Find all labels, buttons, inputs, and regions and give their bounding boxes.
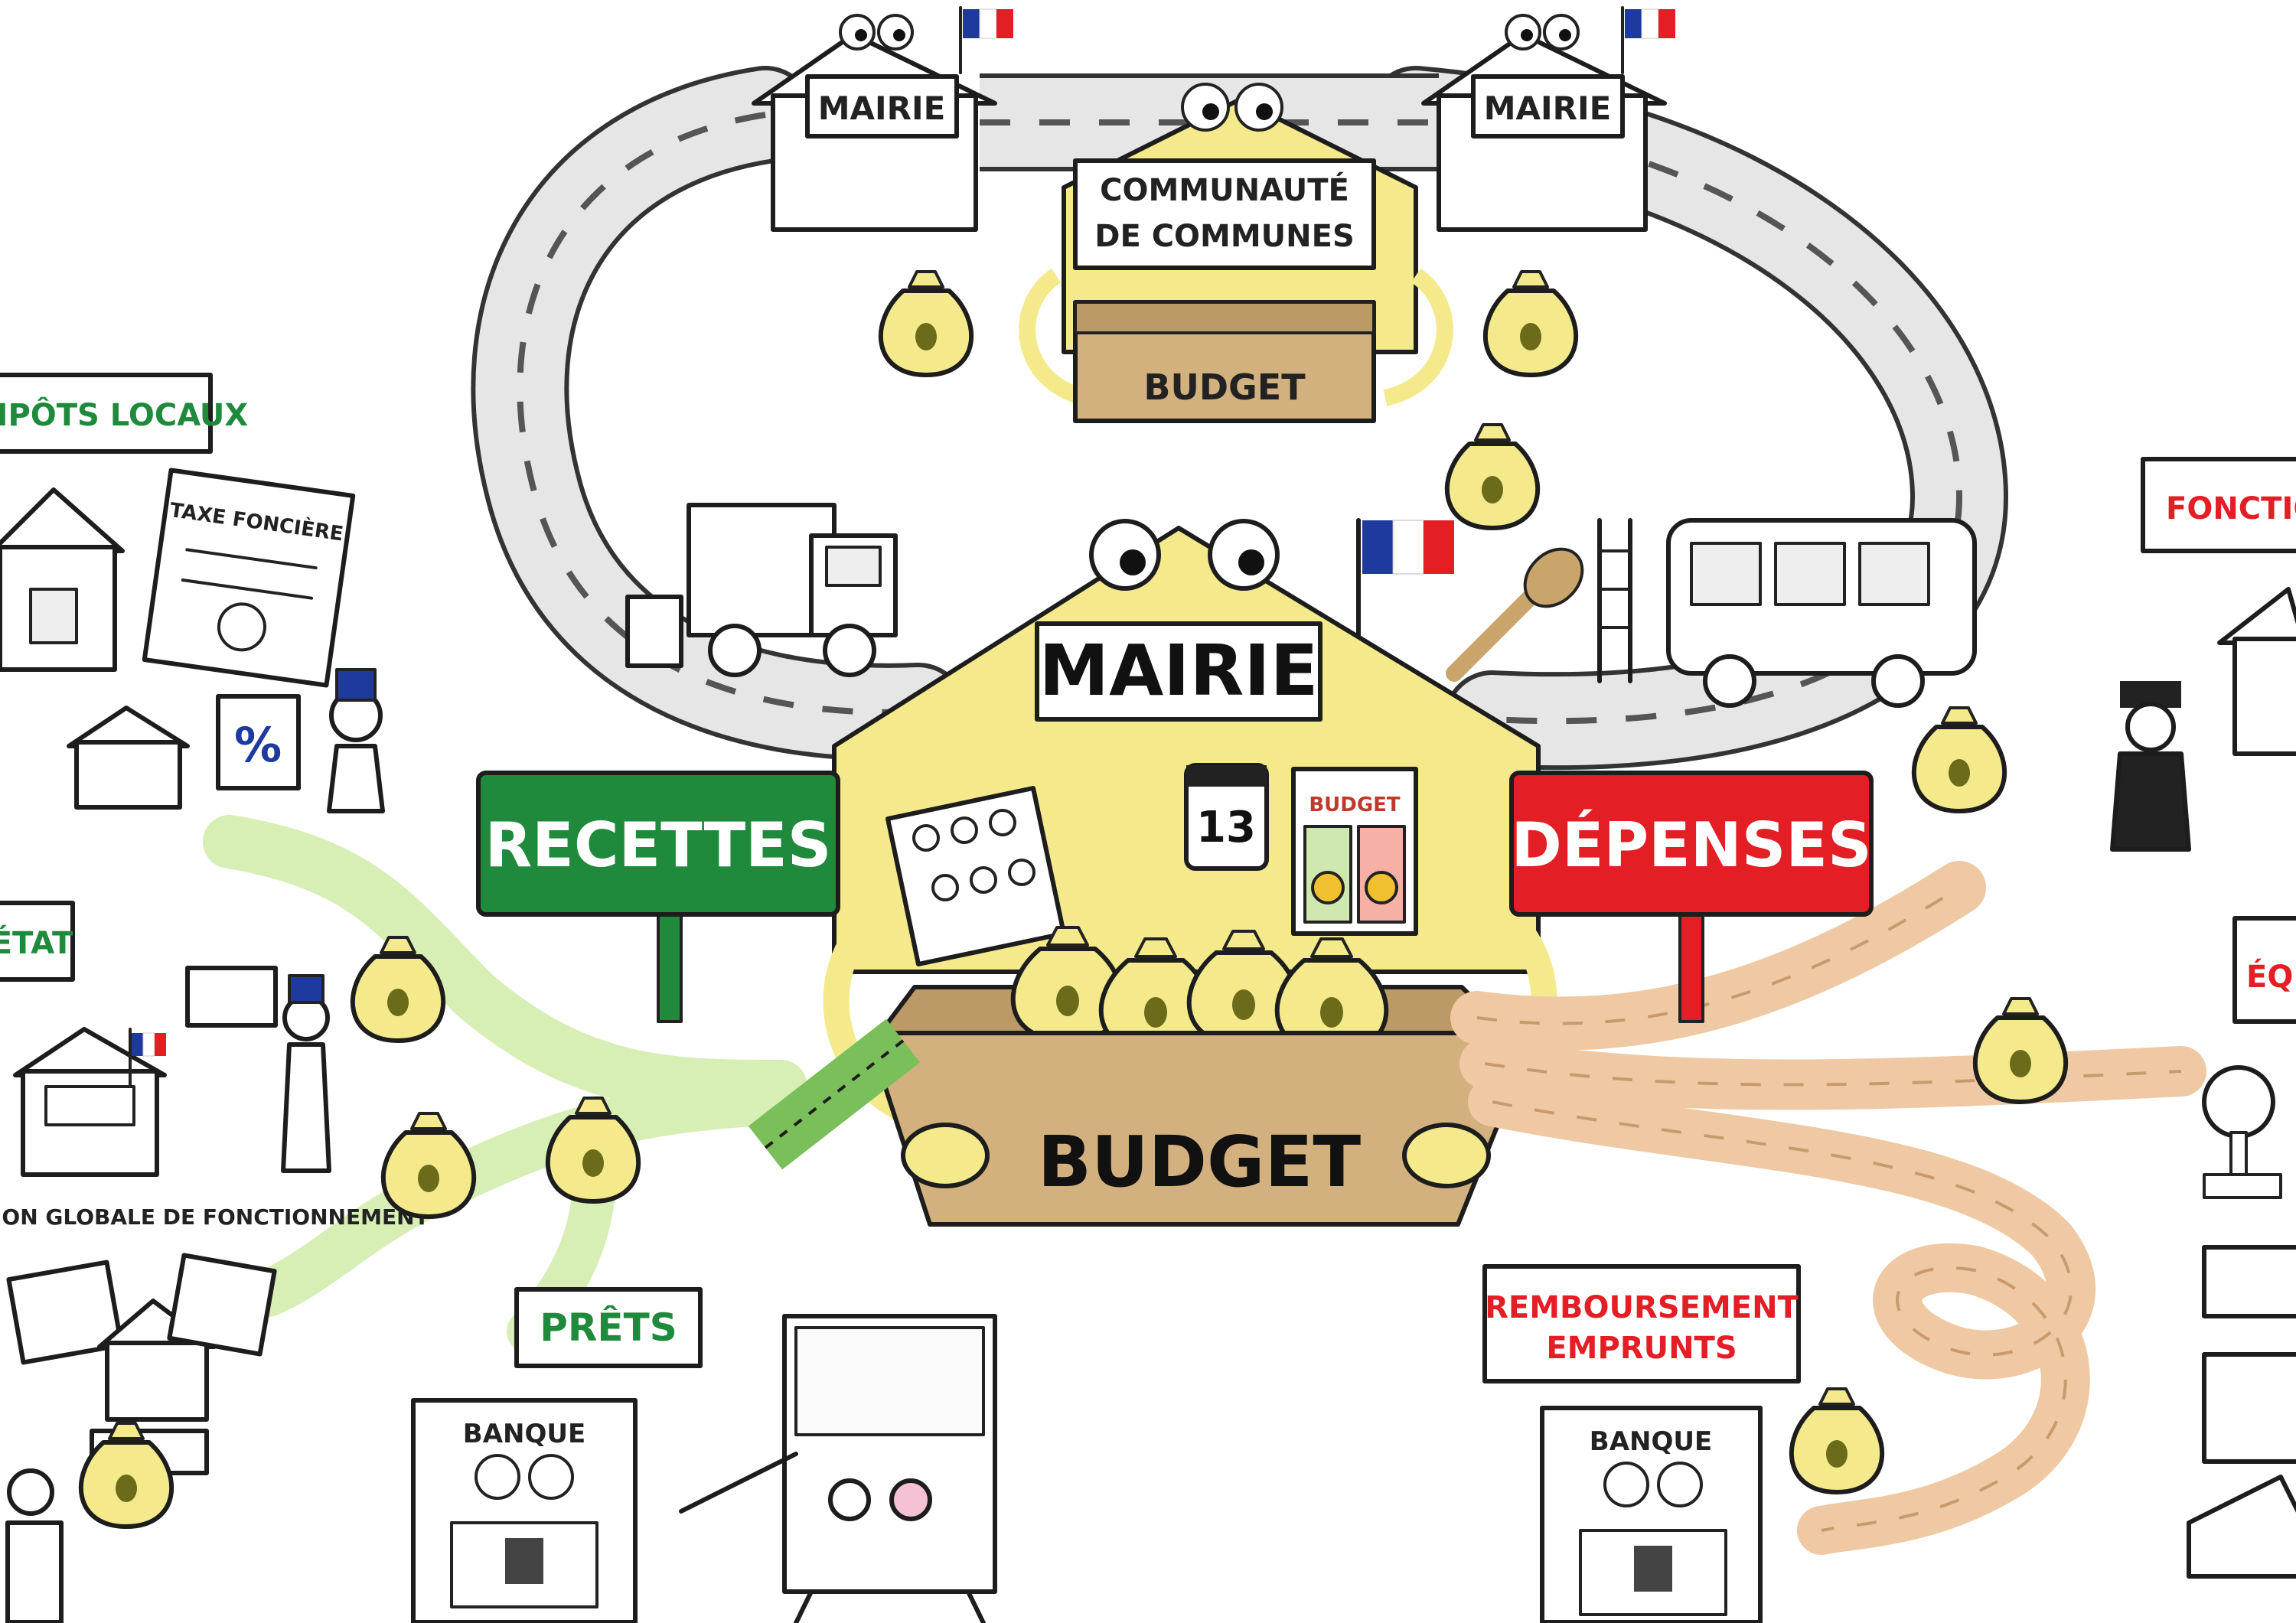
money-bag-icon <box>1972 997 2069 1104</box>
depenses-title: DÉPENSES <box>1511 809 1871 881</box>
central-mairie: MAIRIE 13 BUDGET <box>832 518 1541 974</box>
depenses-equipement-box: ÉQUIPEMENT <box>2232 916 2296 1024</box>
budget-board-icon: BUDGET <box>1291 767 1418 936</box>
left-bank-label: BANQUE <box>463 1419 585 1449</box>
equipement-label: ÉQUIPEMENT <box>2246 958 2296 995</box>
communaute-de-communes: COMMUNAUTÉ DE COMMUNES BUDGET <box>1019 83 1453 423</box>
garbage-truck-icon <box>625 503 898 677</box>
depenses-remboursement-box: REMBOURSEMENT EMPRUNTS <box>1482 1264 1801 1383</box>
top-right-mairie-label: MAIRIE <box>1484 90 1612 127</box>
impots-locaux-label: IMPÔTS LOCAUX <box>0 396 248 433</box>
depenses-fonctionnement-box: FONCTIONNEMENT <box>2141 457 2296 553</box>
top-left-mairie-label: MAIRIE <box>818 90 946 127</box>
tax-house-icon <box>0 487 125 672</box>
taxe-fonciere-document: TAXE FONCIÈRE <box>142 468 356 688</box>
remboursement-label-line2: EMPRUNTS <box>1546 1331 1737 1366</box>
prets-label: PRÊTS <box>540 1305 677 1350</box>
money-bag-icon <box>78 1422 174 1529</box>
recettes-impots-locaux-box: IMPÔTS LOCAUX <box>0 373 248 454</box>
money-bag-icon <box>545 1097 641 1204</box>
money-bag-icon <box>1274 937 1389 1054</box>
recettes-title: RECETTES <box>485 810 832 881</box>
bus-icon <box>1666 518 1977 708</box>
dotation-group: DOTATION GLOBALE DE FONCTIONNEMENT <box>0 966 429 1230</box>
right-bank-building: BANQUE <box>1540 1406 1763 1623</box>
recettes-etat-box: ÉTAT <box>0 901 75 982</box>
meeting-chairs-icon <box>885 786 1066 966</box>
money-bag-icon <box>380 1112 477 1219</box>
flag-icon <box>959 6 1013 74</box>
community-label-line1: COMMUNAUTÉ <box>1100 171 1349 208</box>
small-house-icon <box>67 706 190 810</box>
percent-symbol: % <box>234 717 282 773</box>
money-bag-icon <box>1482 270 1579 377</box>
flag-icon <box>129 1028 166 1088</box>
central-budget-box: BUDGET <box>878 926 1521 1227</box>
etat-label: ÉTAT <box>0 924 73 961</box>
money-bag-icon <box>1911 706 2007 813</box>
top-right-mairie: MAIRIE <box>1421 6 1675 232</box>
security-agent-icon <box>2110 681 2191 852</box>
right-house-icon <box>2217 587 2296 756</box>
percent-board-icon: % <box>216 694 301 790</box>
fonctionnement-label: FONCTIONNEMENT <box>2166 491 2296 526</box>
tree-icon <box>2202 1065 2282 1199</box>
money-bag-icon <box>1444 423 1541 530</box>
right-bank-label: BANQUE <box>1590 1426 1712 1457</box>
community-budget-label: BUDGET <box>1143 367 1306 408</box>
spoon-icon <box>1446 547 1584 682</box>
recettes-sign: RECETTES <box>476 771 840 1023</box>
calendar-number: 13 <box>1196 803 1256 852</box>
calendar-icon: 13 <box>1184 763 1269 871</box>
flag-icon <box>1356 518 1454 637</box>
official-figure-icon <box>327 668 385 813</box>
budget-title: BUDGET <box>1038 1121 1362 1203</box>
money-bag-icon <box>1789 1387 1885 1494</box>
left-bank-building: BANQUE <box>411 1398 638 1623</box>
money-bag-icon <box>350 936 446 1043</box>
budget-board-label: BUDGET <box>1309 794 1401 816</box>
ladder-icon <box>1597 518 1632 683</box>
dotation-label: DOTATION GLOBALE DE FONCTIONNEMENT <box>0 1204 429 1230</box>
money-bag-icon <box>878 270 974 377</box>
money-bag-icon <box>1186 930 1301 1047</box>
right-edge-equipment <box>2187 1245 2296 1579</box>
flag-icon <box>1621 6 1675 74</box>
presentation-board-icon <box>679 1314 997 1623</box>
mairie-title: MAIRIE <box>1039 630 1319 712</box>
depenses-sign: DÉPENSES <box>1509 771 1874 1023</box>
community-label-line2: DE COMMUNES <box>1094 219 1355 254</box>
recettes-prets-box: PRÊTS <box>514 1287 703 1368</box>
top-left-mairie: MAIRIE <box>752 6 1013 232</box>
remboursement-label-line1: REMBOURSEMENT <box>1485 1290 1799 1325</box>
road-loop <box>471 66 2009 771</box>
